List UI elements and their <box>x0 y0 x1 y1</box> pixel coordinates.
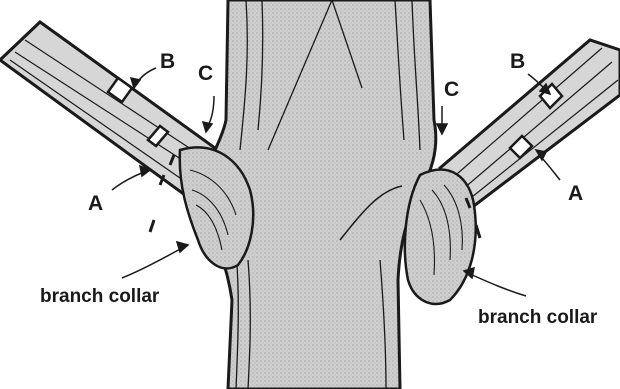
label-branch-collar-right: branch collar <box>478 307 598 328</box>
label-a-right: A <box>568 182 583 205</box>
label-b-left: B <box>160 50 175 73</box>
label-branch-collar-left: branch collar <box>40 286 160 307</box>
label-b-right: B <box>510 50 525 73</box>
label-c-left: C <box>198 62 213 85</box>
right-branch-collar <box>405 170 476 304</box>
label-c-right: C <box>444 78 459 101</box>
label-a-left: A <box>88 192 103 215</box>
